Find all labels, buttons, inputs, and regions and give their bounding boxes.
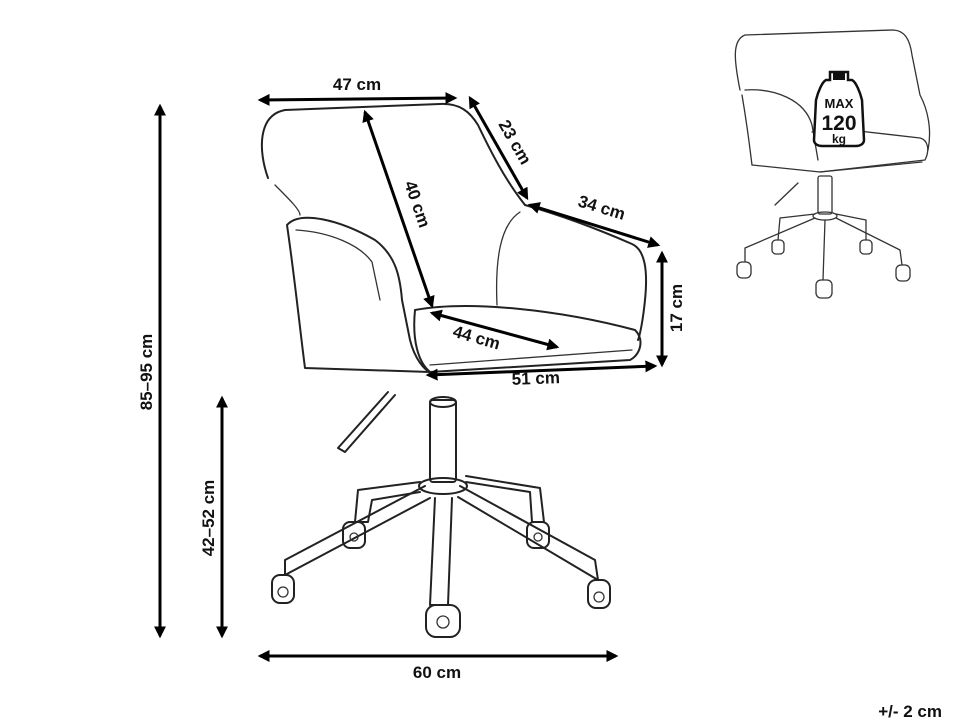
label-arm-depth: 23 cm: [494, 117, 535, 168]
weight-icon: [812, 70, 866, 148]
label-seat-depth: 44 cm: [451, 322, 503, 354]
left-armrest: [286, 216, 431, 373]
caster: [425, 604, 461, 638]
caster: [587, 579, 611, 609]
caster: [526, 521, 550, 549]
arrow-arm-depth: [468, 95, 529, 201]
base-leg: [429, 497, 453, 606]
label-seat-height: 42–52 cm: [199, 480, 218, 557]
gas-lift: [429, 399, 457, 483]
label-backrest-height: 40 cm: [400, 178, 434, 230]
arrow-seat-depth: [429, 309, 560, 351]
right-armrest: [524, 204, 648, 341]
badge-unit: kg: [832, 132, 846, 146]
caster: [271, 574, 295, 604]
label-base-width: 60 cm: [413, 663, 461, 682]
label-arm-height: 17 cm: [667, 284, 686, 332]
badge-load: 120: [821, 112, 856, 135]
label-seat-width: 51 cm: [511, 368, 560, 389]
base-hub: [418, 477, 468, 495]
label-overall-height: 85–95 cm: [137, 334, 156, 411]
seat: [413, 305, 642, 373]
height-lever: [337, 391, 396, 453]
dimension-arrows: [154, 92, 668, 662]
small-chair-drawing: [734, 29, 931, 299]
max-load-badge: MAX 120 kg: [812, 70, 866, 148]
arrow-seat-width: [425, 360, 658, 381]
arrow-arm-length: [527, 202, 661, 248]
base-leg: [465, 475, 545, 523]
badge-max: MAX: [825, 96, 854, 111]
base-leg: [354, 481, 421, 523]
caster: [342, 521, 366, 549]
chair-drawing: [260, 102, 648, 638]
label-back-width: 47 cm: [333, 75, 381, 94]
arrow-backrest-height: [362, 109, 435, 309]
tolerance-note: +/- 2 cm: [878, 702, 942, 721]
dimension-labels: 47 cm 23 cm 34 cm 40 cm 17 cm 44 cm 51 c…: [137, 75, 686, 682]
backrest-inner: [274, 184, 301, 216]
label-arm-length: 34 cm: [576, 192, 628, 224]
arrow-back-width: [257, 92, 458, 106]
